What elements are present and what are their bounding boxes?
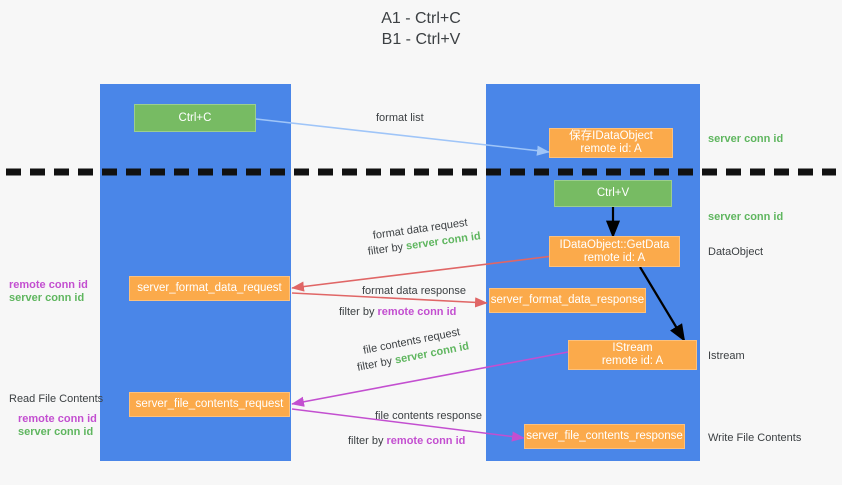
annotation-remote-conn-id-bottom: remote conn id [18,413,97,425]
annotation-server-conn-id-bottom: server conn id [18,426,94,438]
annotation-remote-conn-id-mid: remote conn id [9,279,88,291]
node-server-file-contents-response[interactable]: server_file_contents_response [524,424,685,449]
node-idataobject-saved[interactable]: 保存IDataObject remote id: A [549,128,673,158]
arrow-format-list [255,118,550,156]
edge-label-format-list: format list [376,112,424,124]
annotation-read-file-contents: Read File Contents [9,393,104,405]
node-getdata-line2: remote id: A [583,251,646,264]
node-server-format-data-request[interactable]: server_format_data_request [129,276,290,301]
node-ctrl-v-label: Ctrl+V [596,187,630,199]
node-server-format-data-request-label: server_format_data_request [137,282,282,294]
annotation-istream: Istream [708,350,745,362]
node-istream-line2: remote id: A [601,355,664,367]
annotation-server-conn-id-top: server conn id [708,133,784,145]
annotation-write-file-contents: Write File Contents [708,432,802,444]
node-getdata-line1: IDataObject::GetData [559,238,670,251]
annotation-dataobject: DataObject [708,246,764,258]
node-server-file-contents-request[interactable]: server_file_contents_request [129,392,290,417]
arrow-getdata-to-istream [639,266,686,342]
node-ctrl-c[interactable]: Ctrl+C [134,104,256,132]
filter-prefix-2: filter by [339,306,378,318]
edge-label-file-contents-response-filter: filter by remote conn id [348,434,465,448]
node-getdata[interactable]: IDataObject::GetData remote id: A [549,236,680,267]
filter-value-remote-conn-id-2: remote conn id [386,435,466,447]
node-istream[interactable]: IStream remote id: A [568,340,697,370]
node-idataobject-saved-line2: remote id: A [580,143,642,155]
node-server-format-data-response[interactable]: server_format_data_response [489,288,646,313]
node-ctrl-c-label: Ctrl+C [178,111,212,124]
title-line-2: B1 - Ctrl+V [381,31,461,48]
edge-label-format-data-response: format data response [362,285,466,297]
annotation-server-conn-id-mid-left: server conn id [9,292,85,304]
node-server-file-contents-response-label: server_file_contents_response [526,430,683,442]
edge-label-format-data-response-filter: filter by remote conn id [339,305,456,319]
node-ctrl-v[interactable]: Ctrl+V [554,180,672,207]
filter-value-remote-conn-id-1: remote conn id [377,306,457,318]
node-server-file-contents-request-label: server_file_contents_request [135,398,284,410]
node-server-format-data-response-label: server_format_data_response [490,294,645,306]
arrow-file-contents-request [291,351,569,407]
node-istream-line1: IStream [612,342,653,354]
node-idataobject-saved-line1: 保存IDataObject [569,130,653,142]
annotation-server-conn-id-mid: server conn id [708,211,784,223]
arrow-file-contents-response [291,408,525,442]
filter-prefix-4: filter by [348,435,387,447]
page-title: A1 - Ctrl+C B1 - Ctrl+V [0,8,842,50]
edge-label-file-contents-response: file contents response [375,410,483,422]
arrow-format-data-response [291,292,488,308]
arrow-format-data-request [291,255,554,292]
title-line-1: A1 - Ctrl+C [381,10,461,27]
